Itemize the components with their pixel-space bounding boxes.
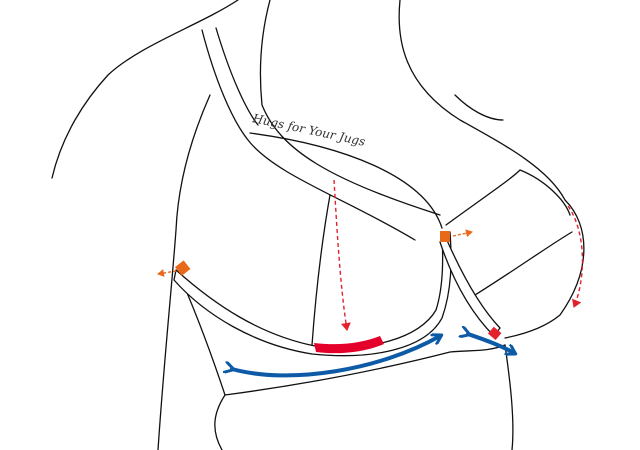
neck-line	[259, 0, 441, 216]
right-side-lower	[504, 344, 514, 450]
dashed-red-curved-arrow-right	[567, 205, 584, 308]
left-cup-seam	[311, 194, 331, 346]
blue-double-headed-arc-arrow-right	[468, 334, 514, 353]
right-breast-outline	[504, 199, 585, 339]
shoulder-strap	[201, 27, 416, 241]
left-cup	[249, 132, 443, 346]
right-cup	[445, 94, 573, 296]
body-outline	[51, 0, 585, 450]
right-cup-apex-line	[454, 94, 504, 121]
orange-square-marker-center	[440, 231, 450, 242]
dashed-orange-small-arrow-center	[452, 229, 473, 238]
right-cup-lower-seam	[474, 231, 573, 296]
dashed-orange-small-arrow-left	[157, 269, 177, 277]
waist-curve	[214, 394, 226, 450]
strap-edge-right	[215, 27, 259, 126]
shoulder-left-outline	[51, 0, 239, 179]
left-underarm-line	[157, 94, 211, 450]
strap-edge-left	[201, 29, 416, 241]
right-cup-top-edge	[445, 169, 571, 226]
blue-double-headed-arc-arrow-left	[232, 336, 440, 378]
right-torso-outline	[398, 0, 566, 201]
orange-square-marker-left	[174, 260, 191, 276]
left-cup-top-edge	[249, 132, 443, 229]
dashed-red-curved-arrow-center	[333, 179, 351, 331]
